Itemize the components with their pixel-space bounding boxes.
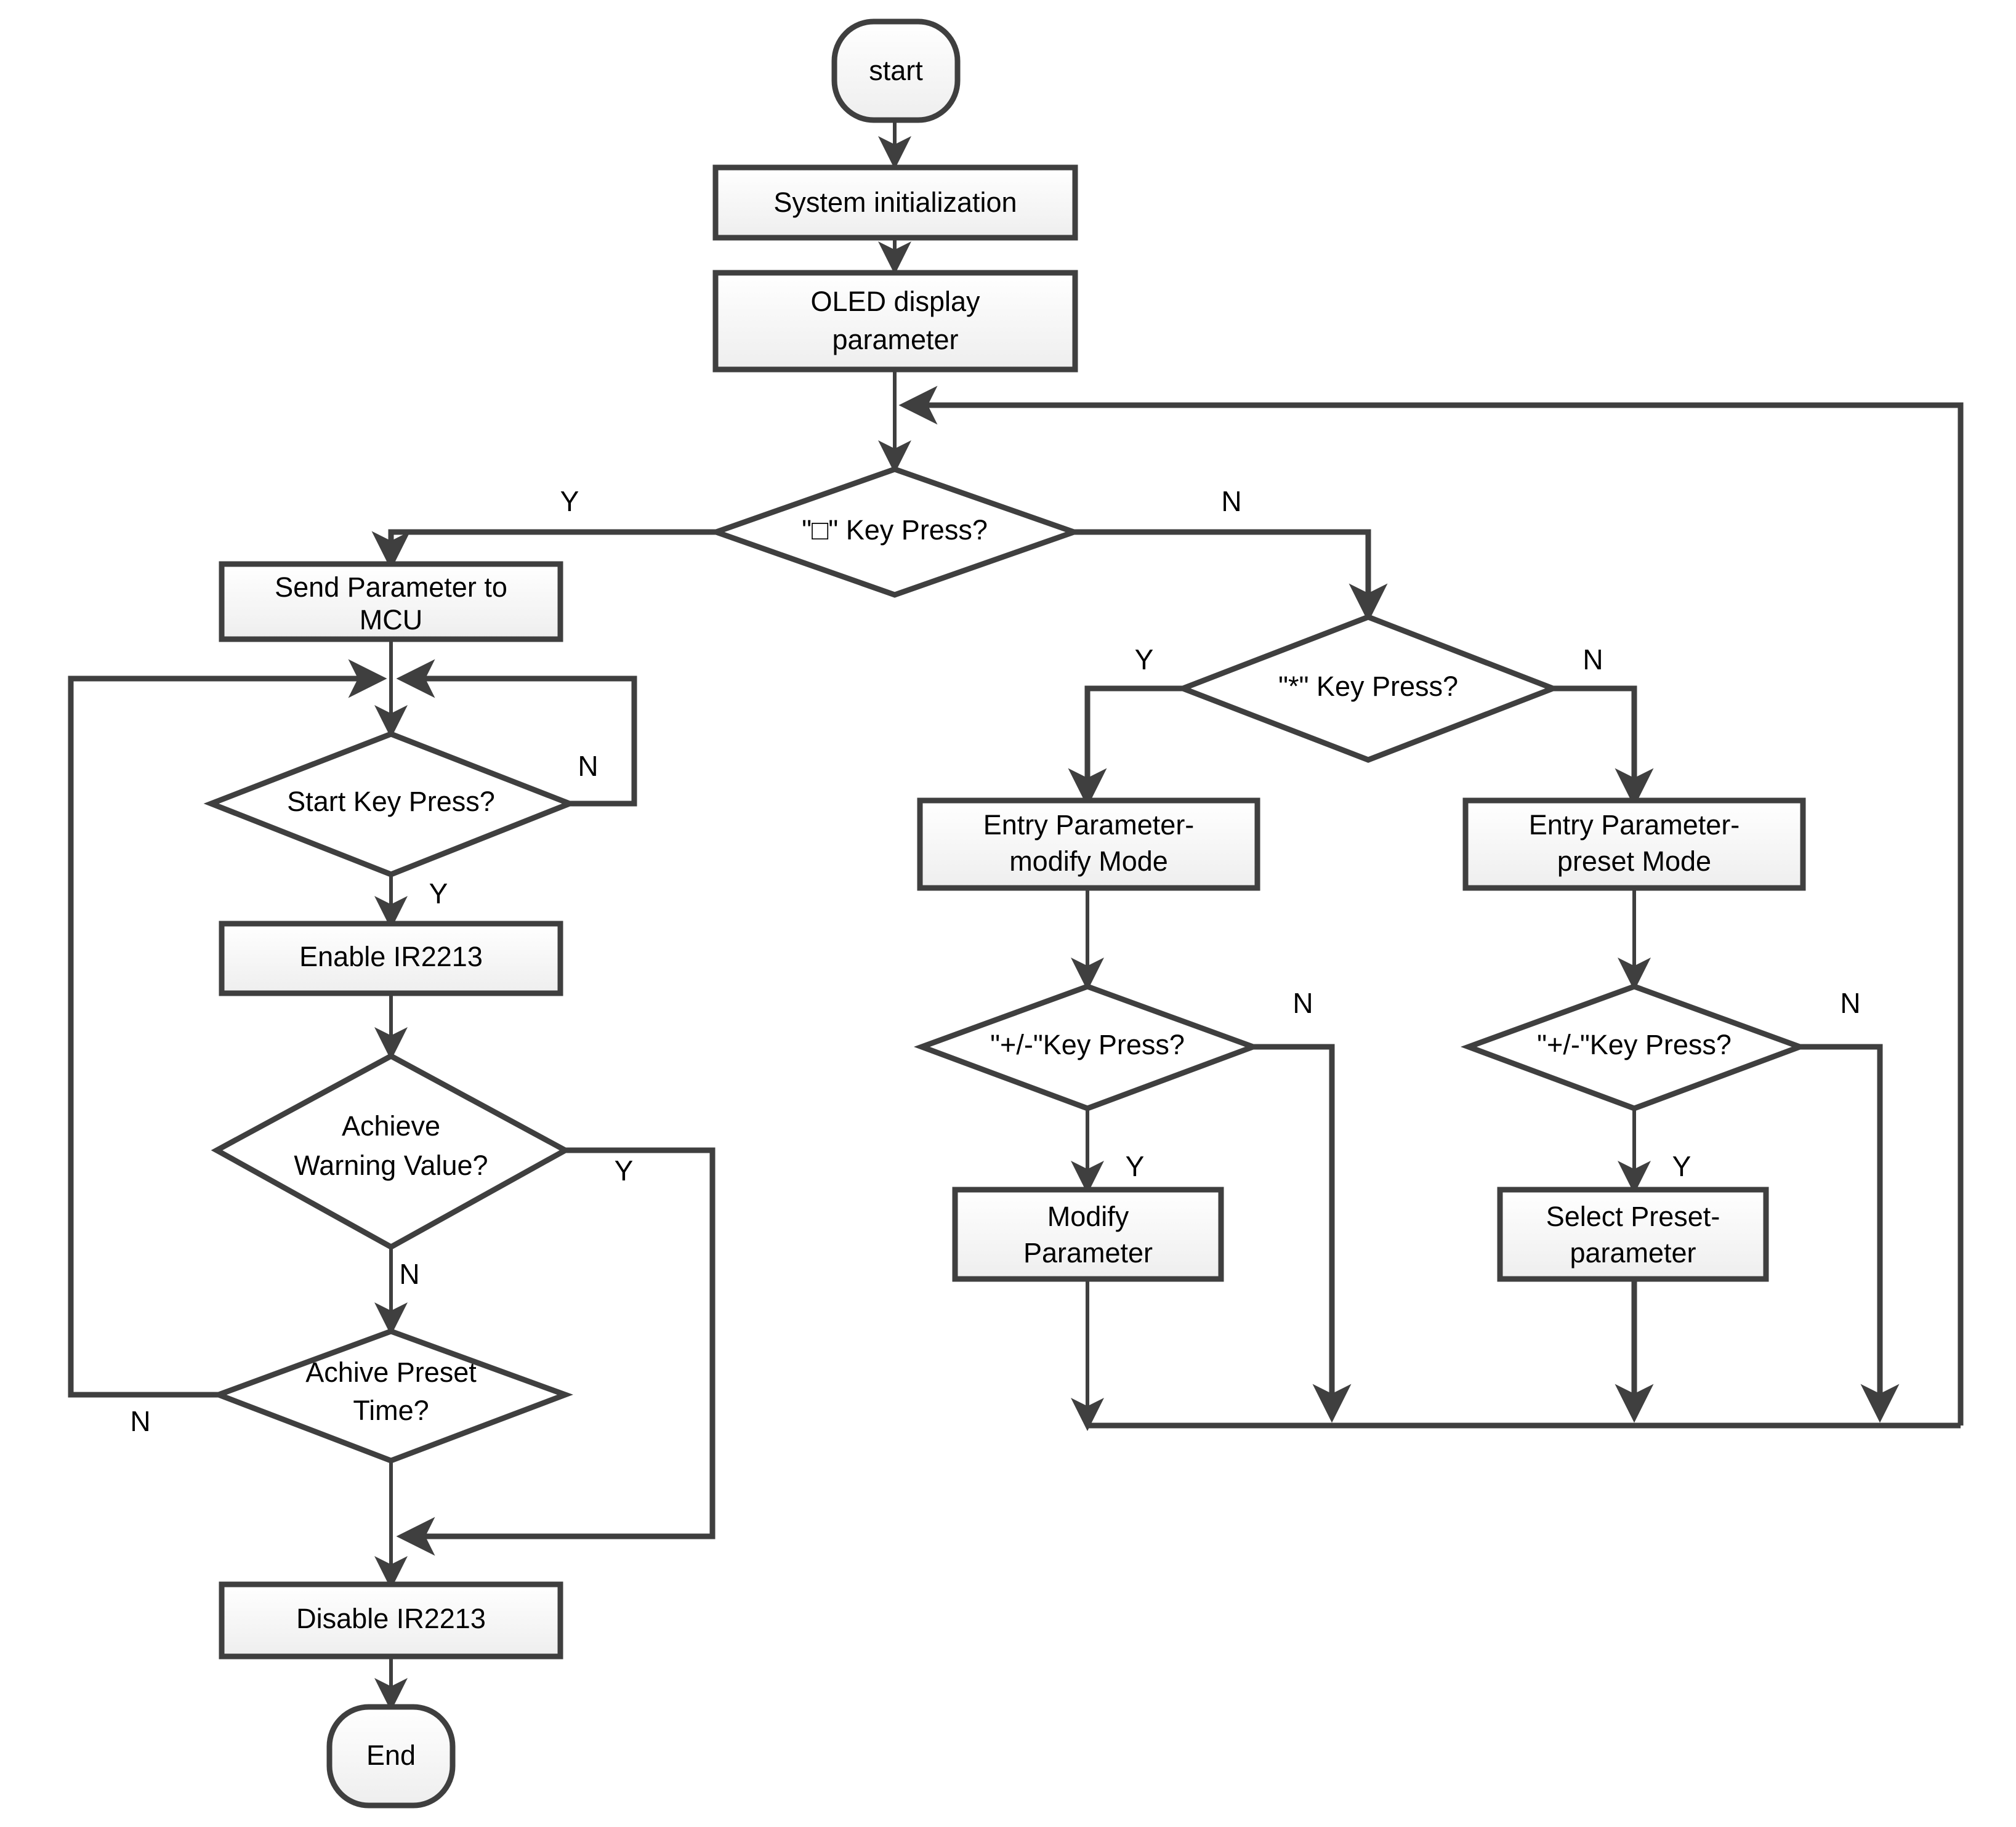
node-plusminus-preset-decision: "+/-"Key Press? [1460, 983, 1808, 1111]
edge-key-star-no [1553, 685, 1654, 807]
node-modify-param: Modify Parameter [952, 1187, 1224, 1282]
edge-label-achieve-warning-no: N [399, 1258, 419, 1290]
node-send-param-label-line1: Send Parameter to [275, 571, 507, 603]
node-oled-display-label-line2: parameter [832, 324, 958, 355]
node-send-param-label-line2: MCU [360, 604, 422, 635]
node-entry-modify-label-line2: modify Mode [1009, 845, 1168, 877]
edge-main-loopback [898, 385, 1964, 1426]
edge-label-start-key-yes: Y [429, 877, 448, 909]
node-send-param: Send Parameter to MCU [219, 561, 563, 642]
node-achieve-warning-label-line1: Achieve [342, 1110, 440, 1142]
node-entry-preset-label-line1: Entry Parameter- [1529, 809, 1740, 841]
edge-plusminus-modify-no [1253, 1044, 1352, 1423]
node-select-preset: Select Preset- parameter [1497, 1187, 1769, 1282]
node-start: start [831, 18, 961, 123]
edge-label-plusminus-modify-yes: Y [1126, 1150, 1145, 1182]
edge-label-plusminus-preset-no: N [1840, 987, 1860, 1019]
node-start-label: start [869, 55, 923, 86]
node-entry-modify: Entry Parameter- modify Mode [917, 797, 1260, 891]
edge-key-star-yes [1068, 685, 1183, 807]
node-disable-ir-label: Disable IR2213 [296, 1603, 486, 1634]
node-oled-display-label-line1: OLED display [810, 286, 980, 317]
node-entry-modify-label-line1: Entry Parameter- [983, 809, 1195, 841]
node-key-square-label: "□" Key Press? [802, 514, 988, 546]
node-enable-ir: Enable IR2213 [219, 921, 563, 996]
node-end: End [326, 1704, 456, 1809]
edge-label-key-square-no: N [1221, 485, 1241, 517]
edge-label-plusminus-preset-yes: Y [1672, 1150, 1691, 1182]
edge-start-key-no-loopback [396, 659, 637, 807]
edge-label-start-key-no: N [578, 750, 598, 782]
edge-label-key-star-no: N [1583, 643, 1603, 676]
edge-key-square-yes [371, 529, 716, 570]
node-plusminus-preset-label: "+/-"Key Press? [1537, 1029, 1732, 1060]
edge-achive-preset-no-loopback [68, 659, 387, 1398]
node-achive-preset-time-label-line1: Achive Preset [305, 1357, 477, 1388]
node-achieve-warning-label-line2: Warning Value? [294, 1150, 488, 1181]
node-plusminus-modify-decision: "+/-"Key Press? [913, 983, 1262, 1111]
edge-label-key-square-yes: Y [560, 485, 579, 517]
edge-achieve-warning-yes [396, 1147, 716, 1556]
node-system-init: System initialization [712, 164, 1078, 241]
node-achieve-warning-decision: Achieve Warning Value? [211, 1052, 571, 1251]
node-select-preset-label-line1: Select Preset- [1546, 1201, 1720, 1232]
edge-key-square-no [1074, 529, 1388, 623]
node-start-key-label: Start Key Press? [287, 786, 495, 817]
node-disable-ir: Disable IR2213 [219, 1581, 563, 1660]
edge-plusminus-preset-no [1800, 1044, 1900, 1423]
node-key-square-decision: "□" Key Press? [708, 466, 1083, 598]
node-start-key-decision: Start Key Press? [203, 731, 578, 877]
node-achive-preset-time-decision: Achive Preset Time? [211, 1328, 573, 1464]
node-modify-param-label-line1: Modify [1047, 1201, 1129, 1232]
node-select-preset-label-line2: parameter [1570, 1237, 1696, 1268]
node-oled-display: OLED display parameter [712, 270, 1078, 373]
node-plusminus-modify-label: "+/-"Key Press? [990, 1029, 1185, 1060]
node-key-star-decision: "*" Key Press? [1175, 614, 1561, 763]
edge-label-achieve-warning-yes: Y [615, 1155, 634, 1187]
node-achive-preset-time-label-line2: Time? [353, 1395, 429, 1426]
node-modify-param-label-line2: Parameter [1023, 1237, 1153, 1268]
node-entry-preset: Entry Parameter- preset Mode [1462, 797, 1806, 891]
edge-label-plusminus-modify-no: N [1292, 987, 1313, 1019]
node-end-label: End [366, 1740, 416, 1771]
node-entry-preset-label-line2: preset Mode [1557, 845, 1711, 877]
node-system-init-label: System initialization [773, 187, 1017, 218]
node-key-star-label: "*" Key Press? [1278, 671, 1458, 702]
edge-label-achive-preset-no: N [130, 1405, 150, 1437]
node-enable-ir-label: Enable IR2213 [299, 941, 483, 972]
edge-label-key-star-yes: Y [1135, 643, 1154, 676]
